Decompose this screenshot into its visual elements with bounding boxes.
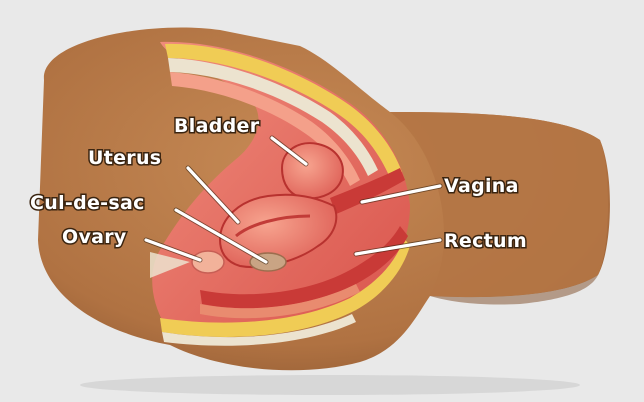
rectum-label: Rectum (444, 230, 527, 252)
cul-de-sac-label: Cul-de-sac (30, 192, 145, 214)
bladder-label: Bladder (174, 115, 260, 137)
uterus-label: Uterus (88, 147, 161, 169)
vagina-label: Vagina (444, 175, 519, 197)
ovary-label: Ovary (62, 226, 127, 248)
